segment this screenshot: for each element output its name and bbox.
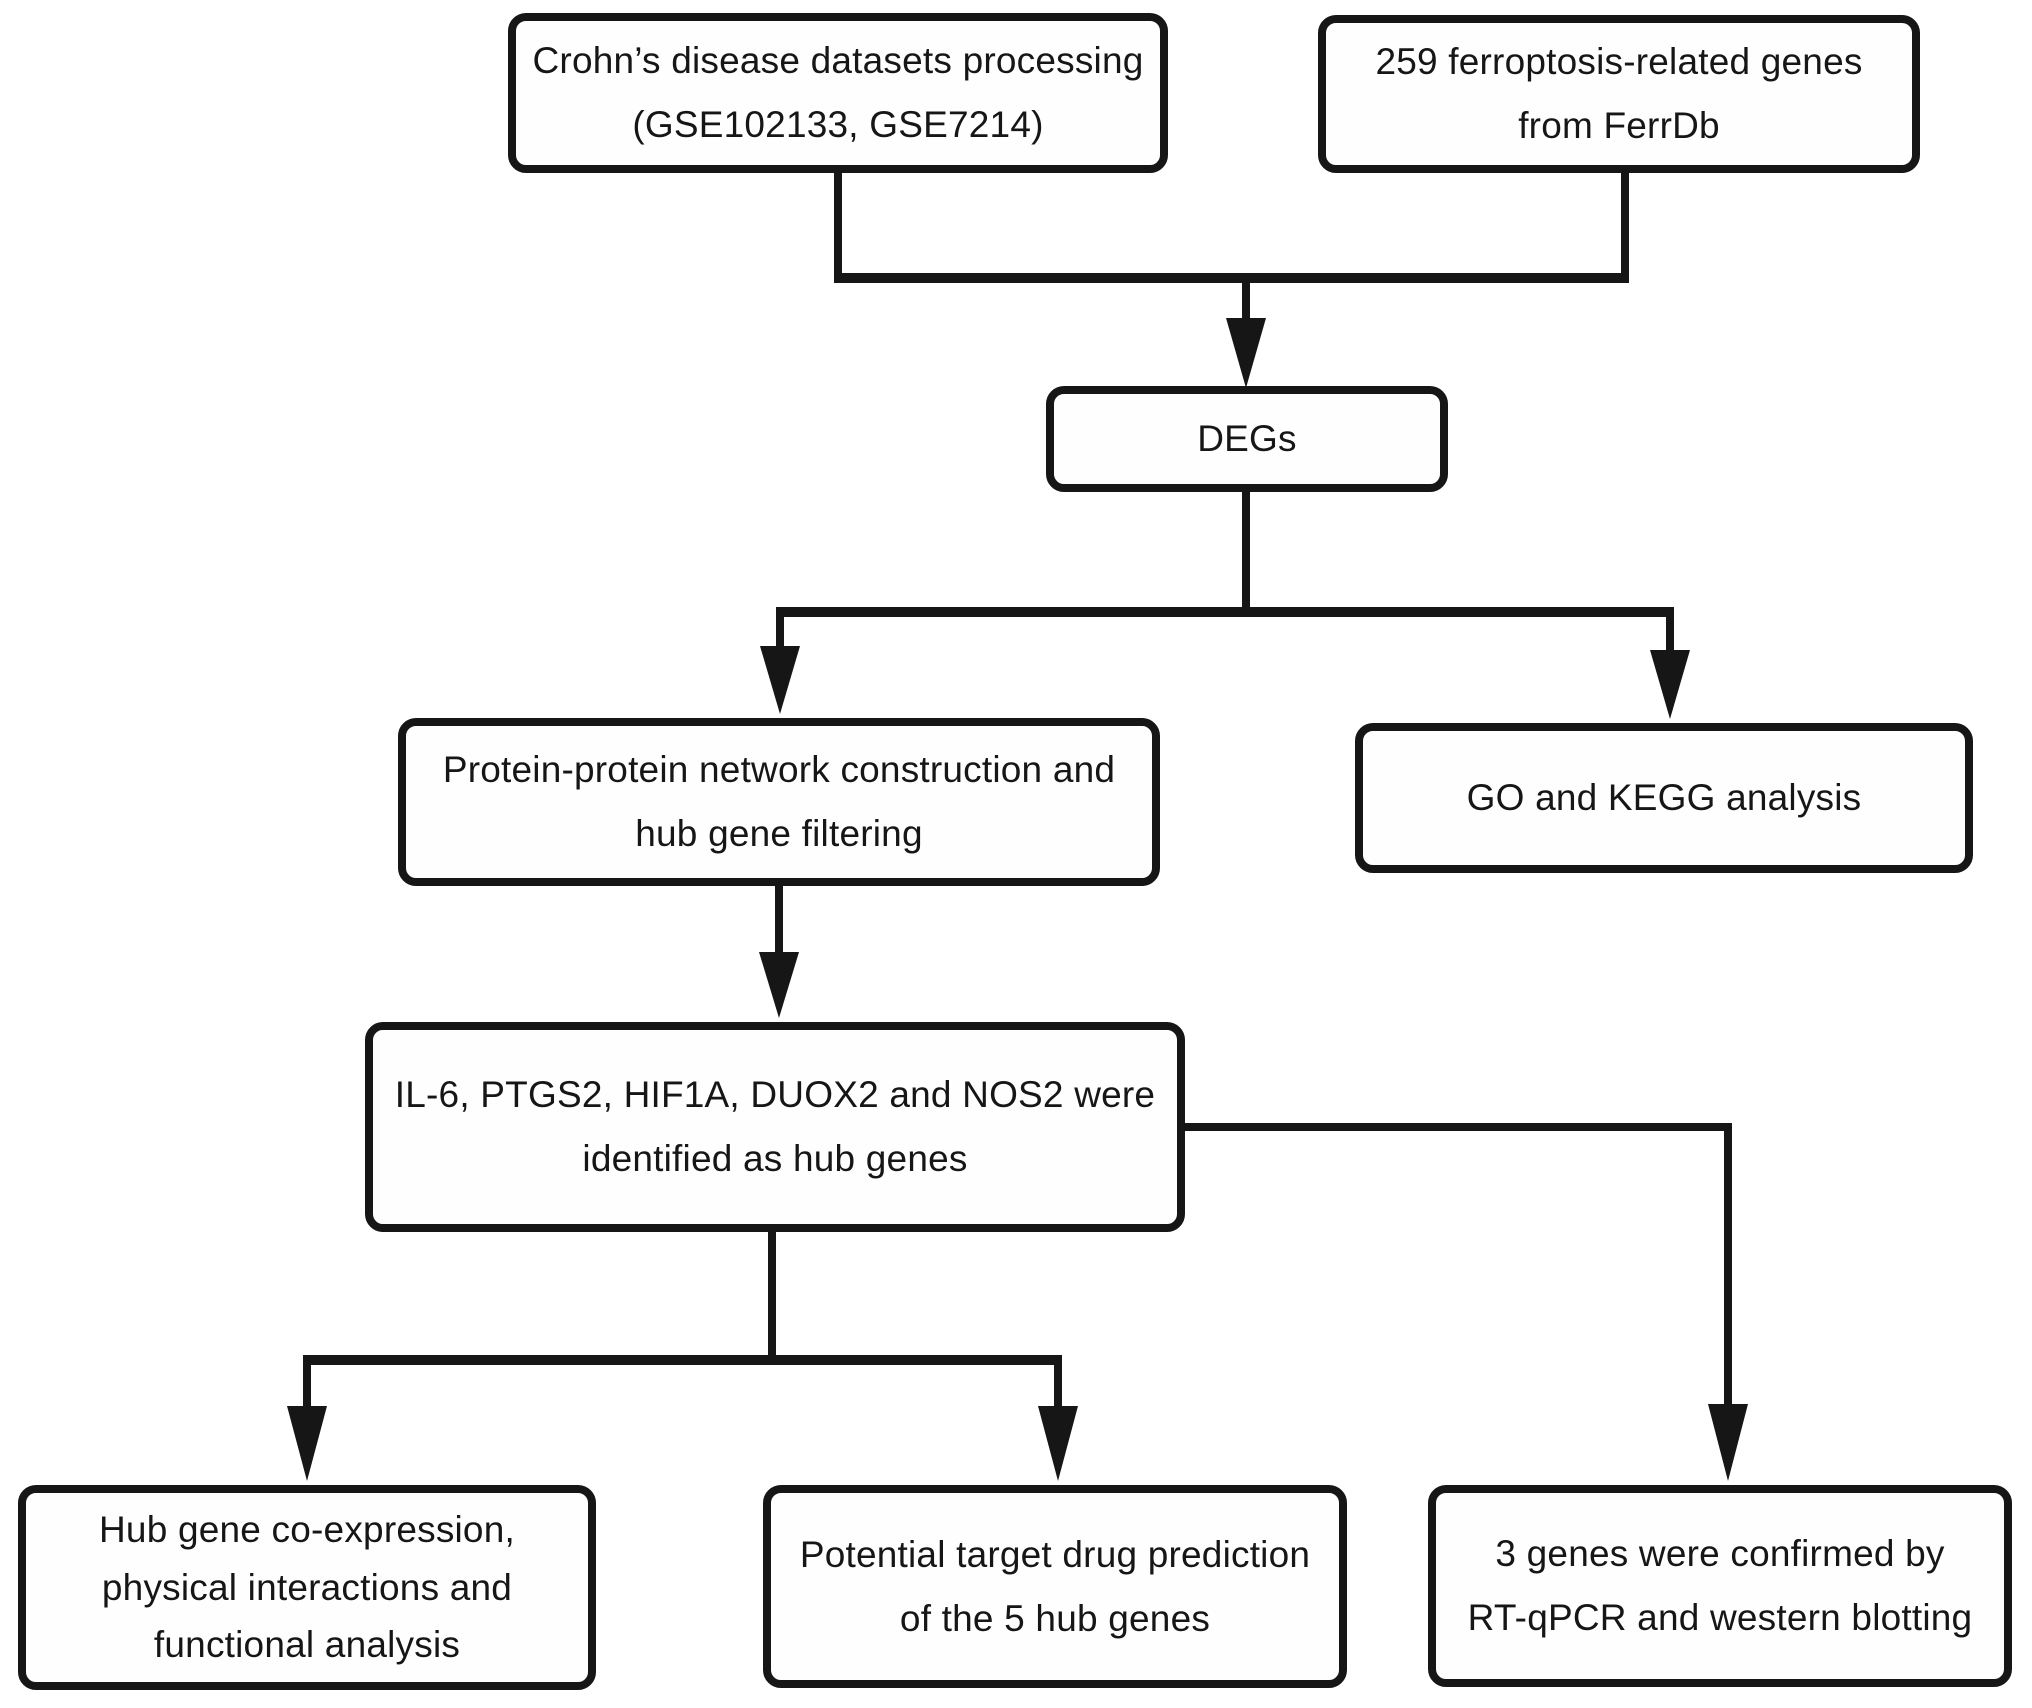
node-degs: DEGs: [1046, 386, 1448, 492]
arrowhead-confirm: [1708, 1404, 1748, 1481]
node-degs-label: DEGs: [1197, 418, 1297, 460]
connector-hub-confirm: [1185, 1123, 1732, 1410]
arrowhead-hub: [759, 952, 799, 1018]
node-ferroptosis-genes-line1: 259 ferroptosis-related genes: [1375, 41, 1863, 83]
node-crohns-datasets-line2: (GSE102133, GSE7214): [632, 104, 1044, 145]
node-ppi-network: Protein-protein network construction and…: [398, 718, 1160, 886]
arrowhead-ppi: [760, 646, 800, 714]
node-coexpression-analysis-line3: functional analysis: [153, 1624, 461, 1666]
node-genes-confirmed-line2: RT-qPCR and western blotting: [1467, 1597, 1973, 1638]
node-coexpression-analysis-line2: physical interactions and: [101, 1566, 513, 1608]
node-coexpression-analysis: Hub gene co-expression, physical interac…: [18, 1485, 596, 1690]
node-go-kegg: GO and KEGG analysis: [1355, 723, 1973, 873]
node-hub-genes: IL-6, PTGS2, HIF1A, DUOX2 and NOS2 were …: [365, 1022, 1185, 1232]
node-coexpression-analysis-line1: Hub gene co-expression,: [99, 1509, 515, 1551]
node-ppi-network-line1: Protein-protein network construction and: [442, 749, 1116, 791]
node-genes-confirmed-line1: 3 genes were confirmed by: [1495, 1533, 1945, 1575]
node-drug-prediction: Potential target drug prediction of the …: [763, 1485, 1347, 1688]
node-ferroptosis-genes-line2: from FerrDb: [1518, 105, 1720, 146]
arrowhead-coexpression: [287, 1406, 327, 1481]
node-hub-genes-line1: IL-6, PTGS2, HIF1A, DUOX2 and NOS2 were: [394, 1074, 1156, 1116]
arrowhead-gokegg: [1650, 650, 1690, 719]
node-go-kegg-label: GO and KEGG analysis: [1466, 777, 1862, 819]
node-hub-genes-line2: identified as hub genes: [582, 1138, 968, 1179]
arrowhead-drug: [1038, 1406, 1078, 1481]
node-ferroptosis-genes: 259 ferroptosis-related genes from FerrD…: [1318, 15, 1920, 173]
node-genes-confirmed: 3 genes were confirmed by RT-qPCR and we…: [1428, 1485, 2012, 1687]
node-drug-prediction-line2: of the 5 hub genes: [899, 1597, 1211, 1639]
node-drug-prediction-line1: Potential target drug prediction: [799, 1533, 1311, 1575]
arrowhead-degs: [1226, 318, 1266, 388]
node-ppi-network-line2: hub gene filtering: [635, 813, 923, 854]
node-crohns-datasets: Crohn’s disease datasets processing (GSE…: [508, 13, 1168, 173]
node-crohns-datasets-line1: Crohn’s disease datasets processing: [532, 40, 1144, 82]
